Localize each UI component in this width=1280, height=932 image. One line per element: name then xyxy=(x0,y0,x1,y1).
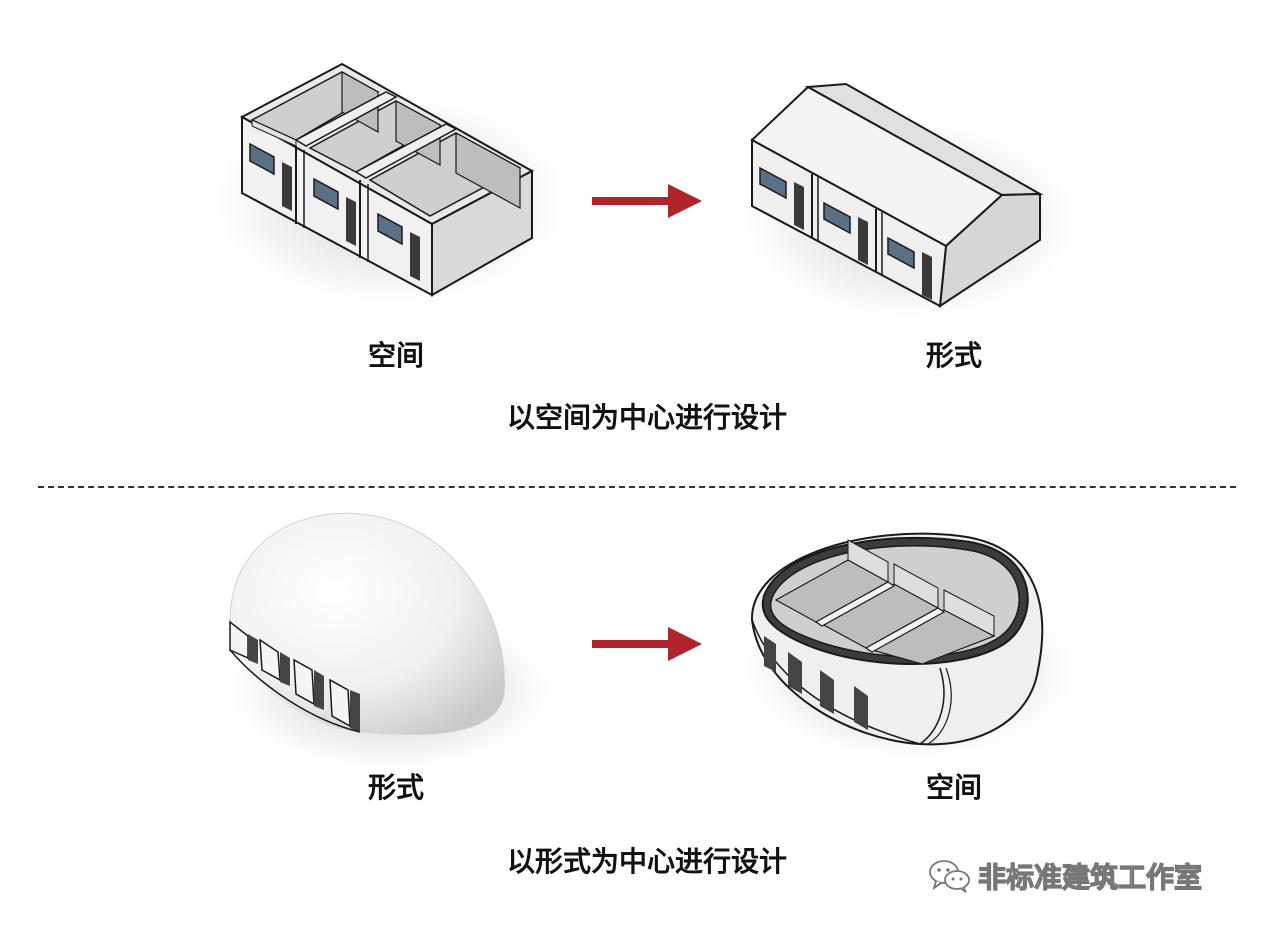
bottom-right-label: 空间 xyxy=(926,771,983,804)
top-right-label: 形式 xyxy=(926,339,983,372)
watermark-text: 非标准建筑工作室 xyxy=(977,860,1203,894)
watermark: 非标准建筑工作室 xyxy=(928,856,1203,896)
arrow-icon xyxy=(592,627,702,661)
wechat-icon xyxy=(929,860,970,893)
gabled-house-model xyxy=(745,82,1075,320)
oval-rooms-model xyxy=(745,532,1075,760)
dome-shell-model xyxy=(229,512,550,770)
open-rooms-model xyxy=(215,62,565,305)
bottom-left-label: 形式 xyxy=(368,771,425,804)
top-left-label: 空间 xyxy=(368,339,425,372)
section-divider xyxy=(38,486,1236,488)
bottom-caption: 以形式为中心进行设计 xyxy=(506,845,788,878)
arrow-icon xyxy=(592,184,702,218)
top-caption: 以空间为中心进行设计 xyxy=(506,401,788,434)
